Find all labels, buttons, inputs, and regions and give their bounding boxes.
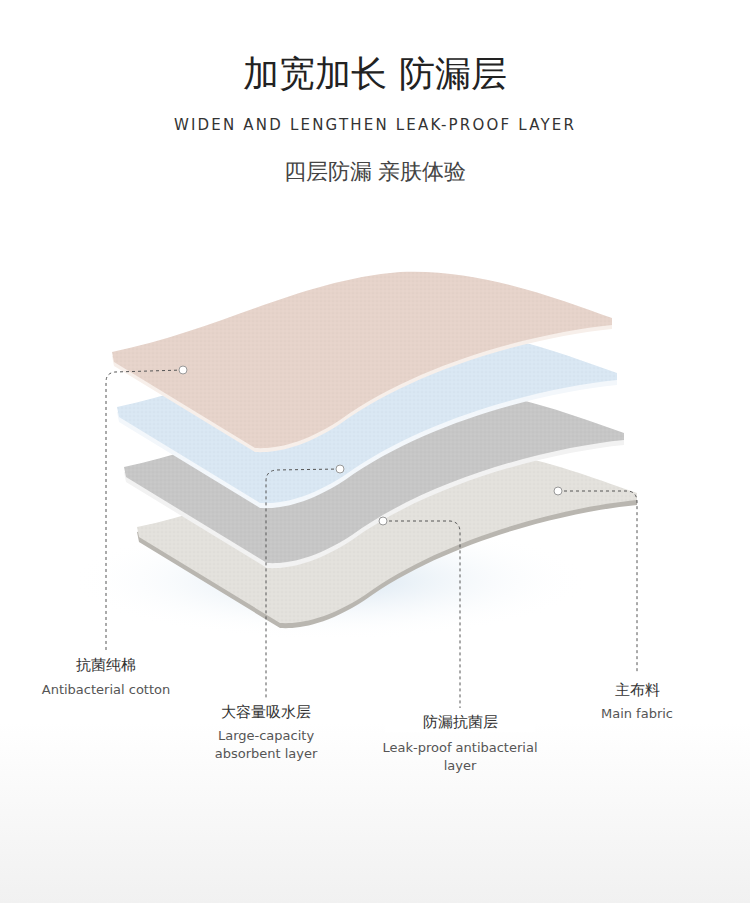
layer-name-cn: 大容量吸水层 xyxy=(191,702,341,722)
english-subtitle: WIDEN AND LENGTHEN LEAK-PROOF LAYER xyxy=(25,115,725,135)
leader-lines xyxy=(106,370,637,708)
layer-name-en: Antibacterial cotton xyxy=(16,681,196,699)
feature-subtitle: 四层防漏 亲肤体验 xyxy=(125,157,625,187)
cotton-layer xyxy=(112,272,612,453)
layer-name-en: Leak-proof antibacterial layer xyxy=(380,739,540,774)
layer-name-cn: 防漏抗菌层 xyxy=(385,712,535,732)
layer-name-en: Main fabric xyxy=(567,705,707,723)
layer-name-cn: 主布料 xyxy=(577,680,697,700)
layer-name-en: Large-capacity absorbent layer xyxy=(201,727,331,762)
layer-name-cn: 抗菌纯棉 xyxy=(31,655,181,675)
main-title: 加宽加长 防漏层 xyxy=(75,50,675,99)
callout-dots xyxy=(179,366,562,525)
